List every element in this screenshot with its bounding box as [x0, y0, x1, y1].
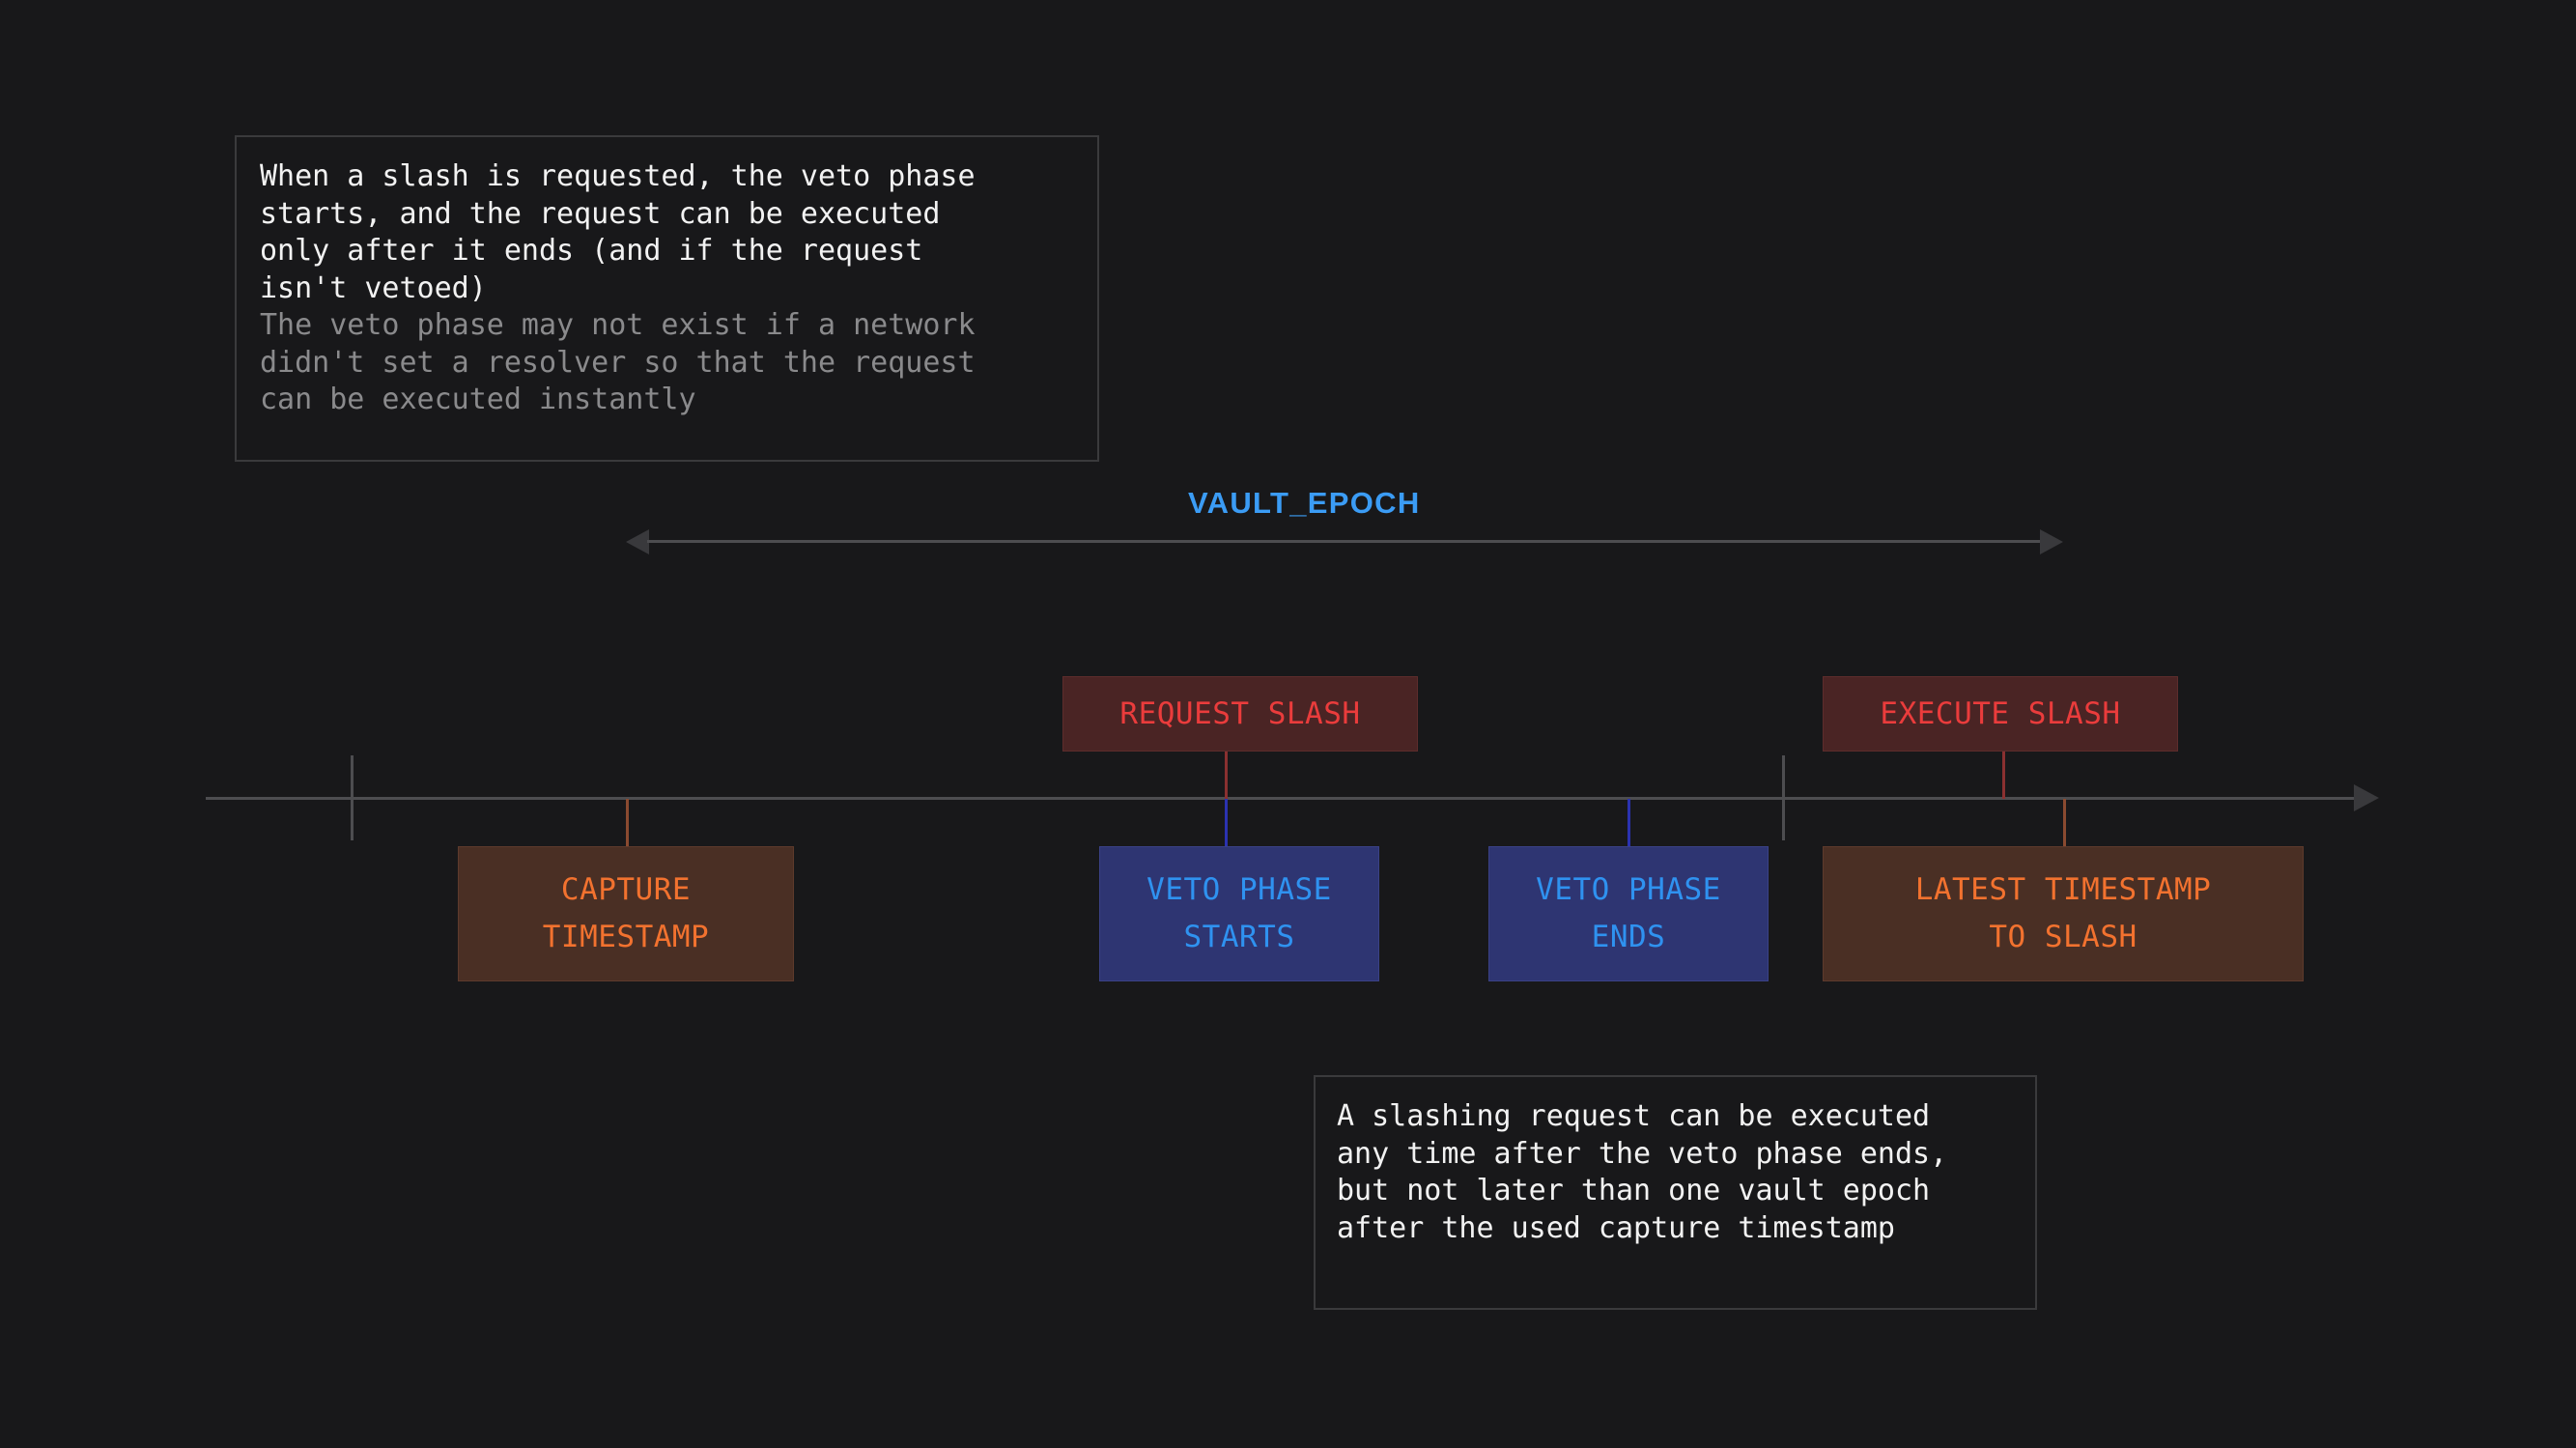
- note-bottom-line-2: any time after the veto phase ends,: [1337, 1136, 1948, 1171]
- connector-capture-timestamp: [626, 799, 629, 847]
- note-box-top: When a slash is requested, the veto phas…: [235, 135, 1099, 462]
- timeline-axis: [206, 797, 2362, 800]
- note-bottom-line-3: but not later than one vault epoch: [1337, 1174, 1931, 1207]
- event-box-capture-timestamp[interactable]: CAPTURE TIMESTAMP: [458, 846, 794, 981]
- note-box-bottom: A slashing request can be executed any t…: [1314, 1075, 2037, 1310]
- connector-execute-slash: [2002, 752, 2005, 799]
- event-box-latest-timestamp-to-slash[interactable]: LATEST TIMESTAMP TO SLASH: [1823, 846, 2304, 981]
- vault-epoch-span-arrow: [626, 529, 2063, 554]
- tick-epoch-end: [1782, 755, 1785, 840]
- note-top-secondary-line-3: can be executed instantly: [260, 383, 696, 416]
- note-top-line-1: When a slash is requested, the veto phas…: [260, 159, 976, 193]
- note-bottom-line-4: after the used capture timestamp: [1337, 1210, 1895, 1245]
- tick-epoch-start: [351, 755, 354, 840]
- epoch-arrowhead-right-icon: [2040, 529, 2063, 554]
- connector-veto-phase-ends: [1628, 799, 1630, 847]
- epoch-span-line: [647, 540, 2042, 543]
- event-box-veto-phase-starts[interactable]: VETO PHASE STARTS: [1099, 846, 1379, 981]
- note-top-secondary-line-1: The veto phase may not exist if a networ…: [260, 308, 976, 342]
- event-box-request-slash[interactable]: REQUEST SLASH: [1062, 676, 1418, 752]
- event-box-veto-phase-ends[interactable]: VETO PHASE ENDS: [1488, 846, 1769, 981]
- timeline-arrowhead-icon: [2354, 784, 2379, 811]
- note-top-line-3: only after it ends (and if the request: [260, 234, 923, 268]
- note-top-secondary-line-2: didn't set a resolver so that the reques…: [260, 345, 976, 380]
- note-bottom-line-1: A slashing request can be executed: [1337, 1099, 1931, 1133]
- epoch-arrowhead-left-icon: [626, 529, 649, 554]
- connector-latest-timestamp: [2063, 799, 2066, 847]
- vault-epoch-label: VAULT_EPOCH: [1188, 486, 1421, 520]
- connector-request-slash: [1225, 752, 1228, 799]
- note-top-line-2: starts, and the request can be executed: [260, 196, 941, 231]
- connector-veto-phase-starts: [1225, 799, 1228, 847]
- event-box-execute-slash[interactable]: EXECUTE SLASH: [1823, 676, 2178, 752]
- note-top-line-4: isn't vetoed): [260, 270, 487, 305]
